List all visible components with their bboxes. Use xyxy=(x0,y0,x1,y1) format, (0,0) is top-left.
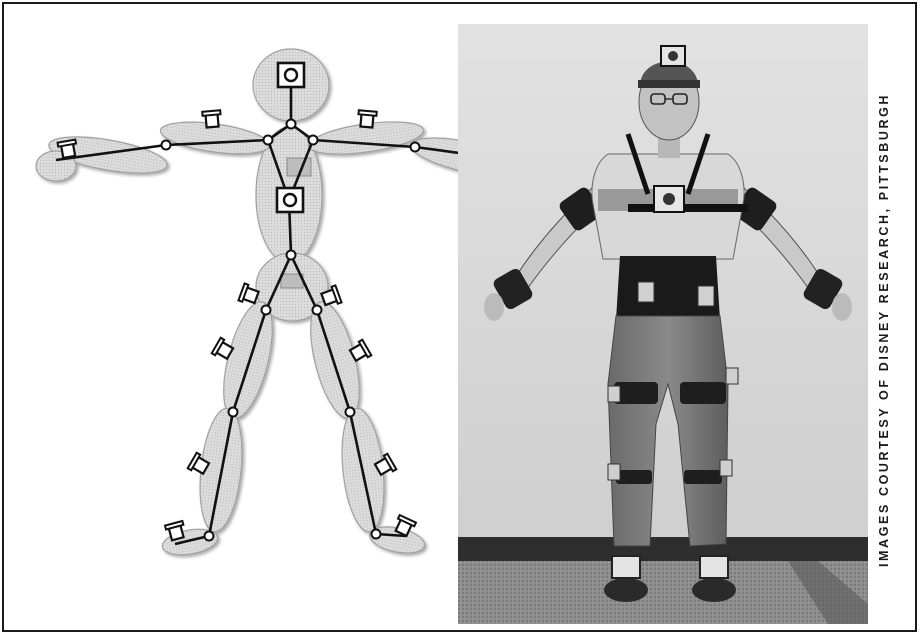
subject-photo xyxy=(458,24,868,624)
image-credit: IMAGES COURTESY OF DISNEY RESEARCH, PITT… xyxy=(877,93,891,567)
chest-camera xyxy=(277,188,303,212)
head-camera xyxy=(278,63,304,87)
baseboard xyxy=(458,537,868,561)
left-thigh-segment xyxy=(214,297,282,423)
